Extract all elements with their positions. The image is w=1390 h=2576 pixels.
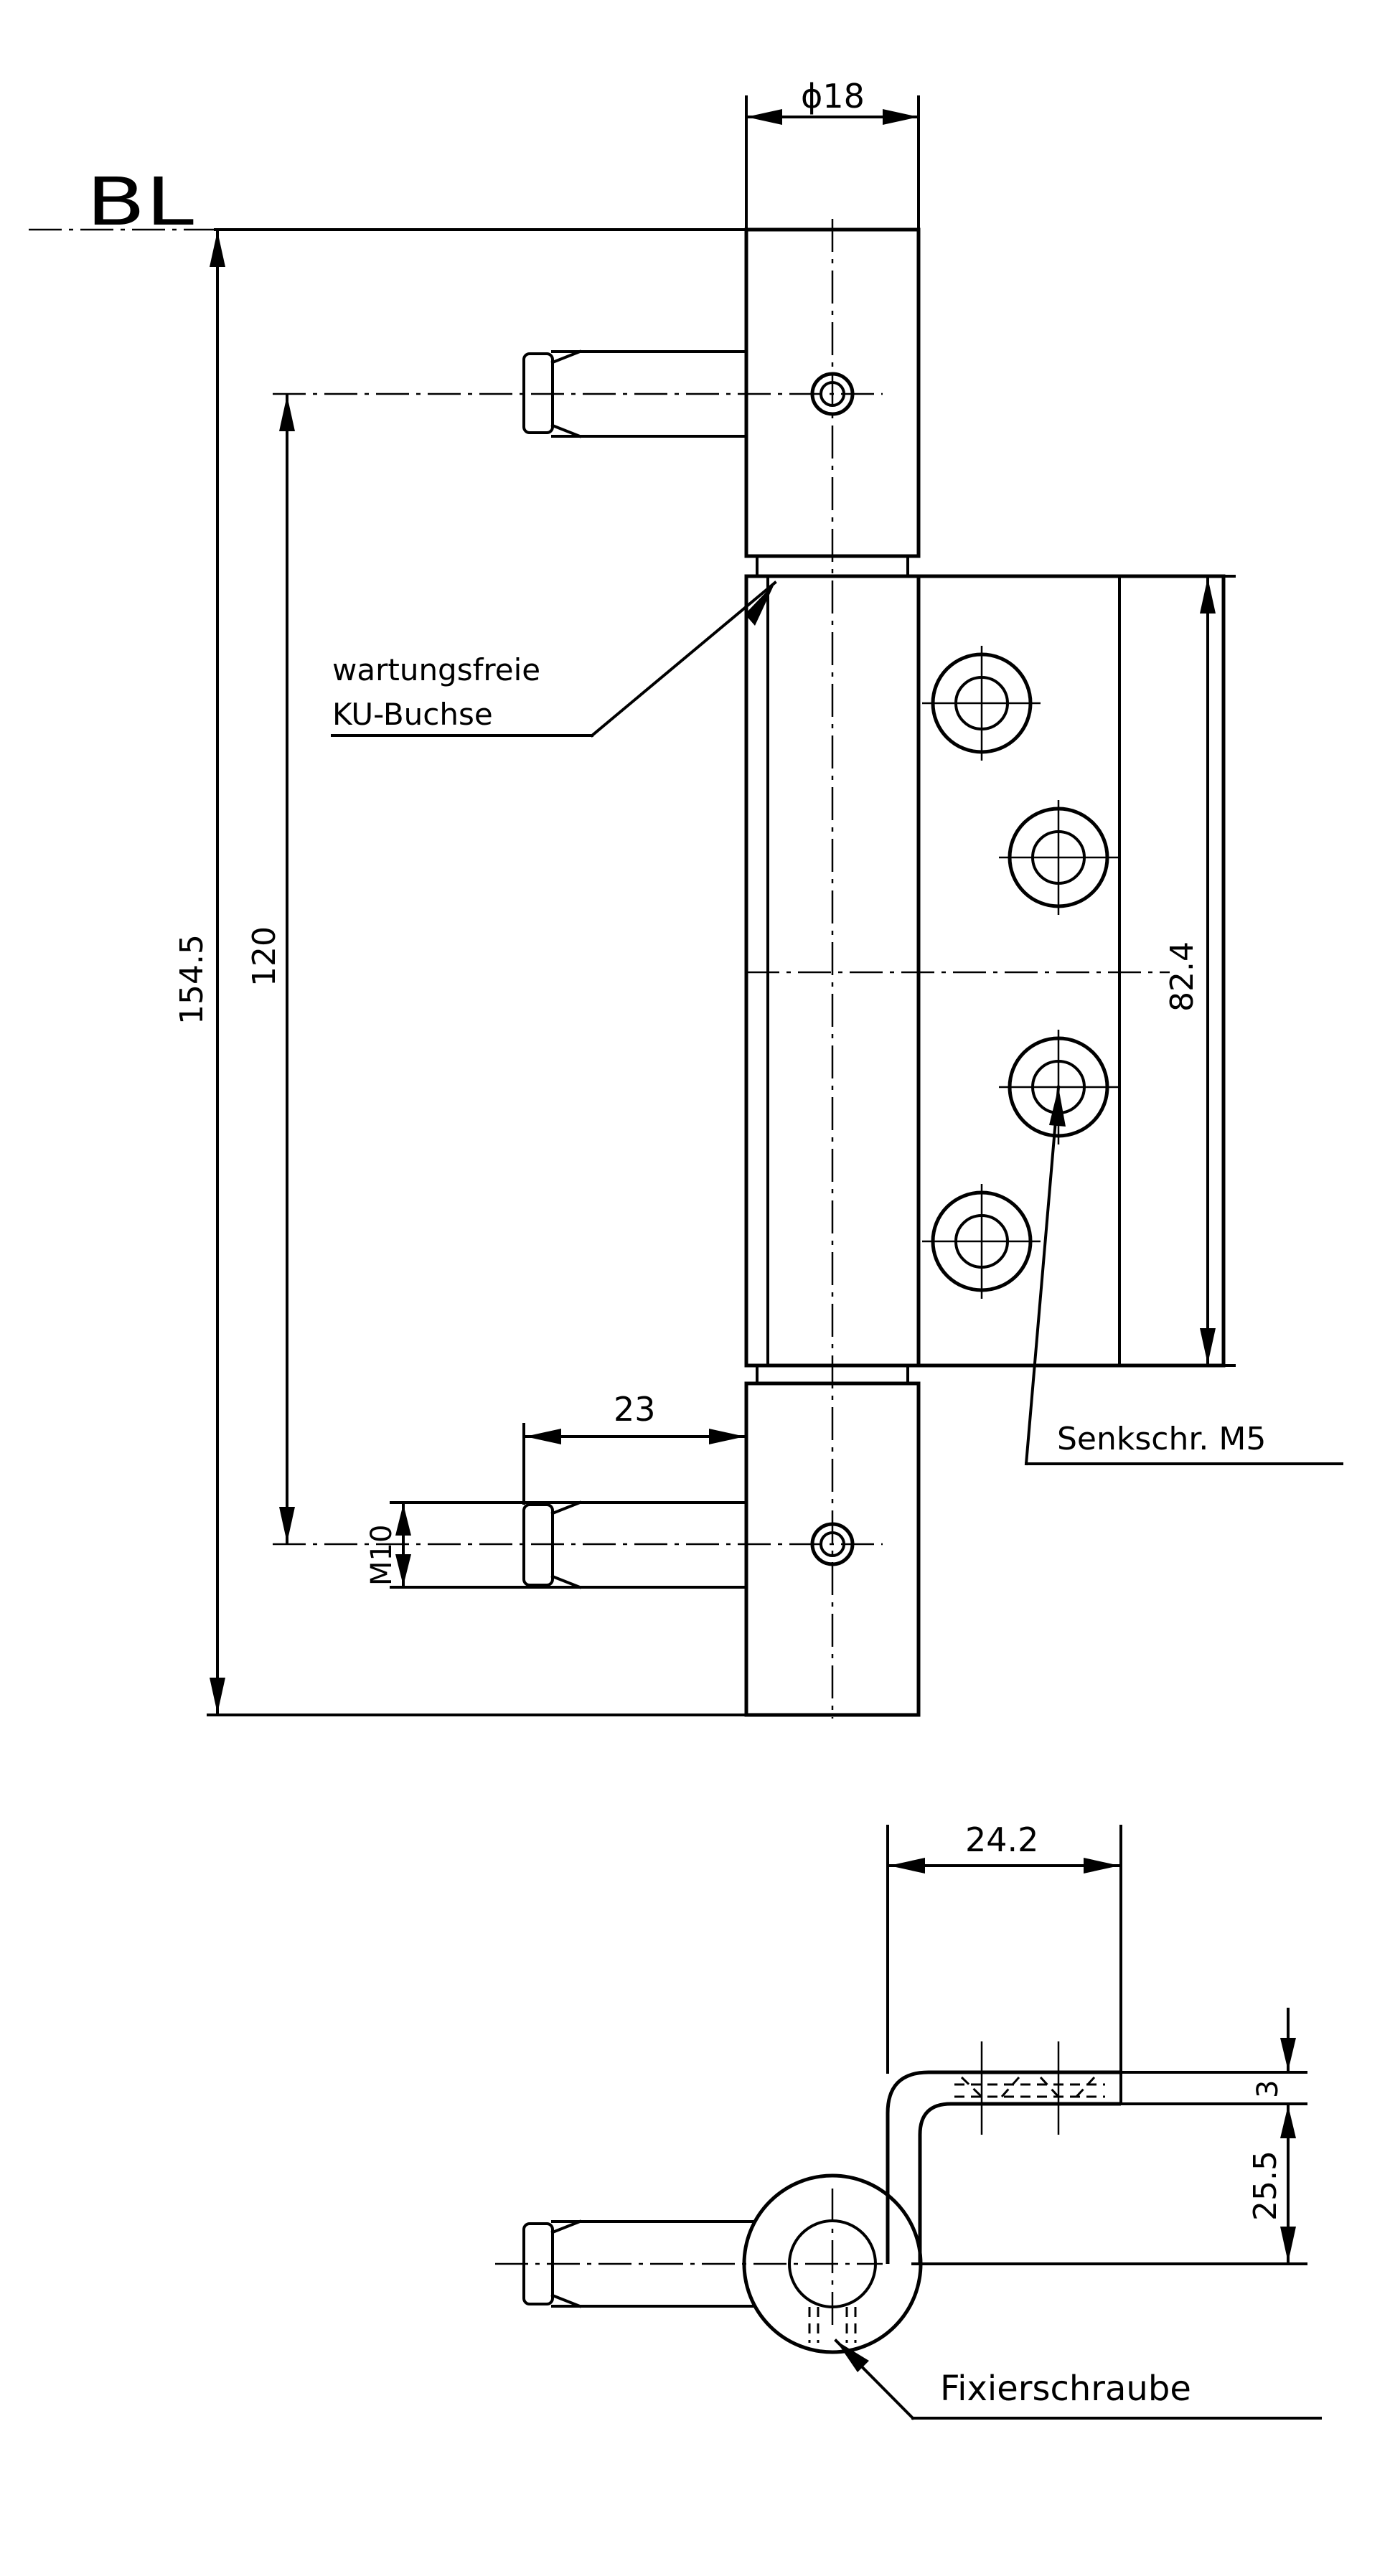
dim-pin-length: 23 (522, 1390, 746, 1505)
dim-offset: 25.5 (1247, 2104, 1296, 2264)
dim-diameter-label: ϕ18 (801, 77, 865, 116)
leaf-outer (886, 2070, 1121, 2264)
bl-label: BL (86, 164, 194, 240)
note-bushing-line1: wartungsfreie (332, 652, 540, 687)
bl-reference: BL (29, 164, 920, 240)
note-fix: Fixierschraube (834, 2338, 1322, 2420)
dim-pin-spacing-label: 120 (246, 926, 283, 987)
note-screw-label: Senkschr. M5 (1057, 1421, 1266, 1457)
screw-hole-4 (922, 1184, 1041, 1299)
note-bushing-line2: KU-Buchse (332, 697, 493, 732)
dim-overall-label: 154.5 (174, 934, 210, 1025)
dim-overall-length: 154.5 (174, 230, 225, 1715)
dim-thickness: 3 (1119, 2008, 1307, 2138)
dim-thread: M10 (365, 1501, 554, 1589)
dim-width: 24.2 (886, 1820, 1122, 2074)
screw-holes (922, 646, 1118, 1299)
dim-pin-length-label: 23 (614, 1390, 656, 1429)
hinge-leaf (916, 574, 1226, 1368)
dim-width-label: 24.2 (965, 1820, 1038, 1859)
screw-hole-2 (999, 800, 1118, 915)
front-view (207, 219, 1226, 1719)
note-screw: Senkschr. M5 (1024, 1085, 1343, 1466)
dim-thread-label: M10 (365, 1525, 398, 1586)
upper-pin (273, 349, 883, 438)
dim-thickness-label: 3 (1252, 2080, 1285, 2098)
dim-leaf-height-label: 82.4 (1164, 941, 1201, 1012)
dim-leaf-height: 82.4 (1118, 575, 1236, 1367)
dim-pin-spacing: 120 (246, 394, 295, 1544)
plan-view (495, 2041, 1307, 2354)
lower-pin (273, 1500, 883, 1589)
leaf-inner (918, 2102, 1121, 2264)
note-fix-label: Fixierschraube (940, 2369, 1191, 2409)
dim-diameter: ϕ18 (745, 77, 920, 231)
dim-offset-label: 25.5 (1247, 2150, 1284, 2221)
screw-hole-1 (922, 646, 1041, 761)
note-bushing: wartungsfreie KU-Buchse (331, 580, 777, 738)
